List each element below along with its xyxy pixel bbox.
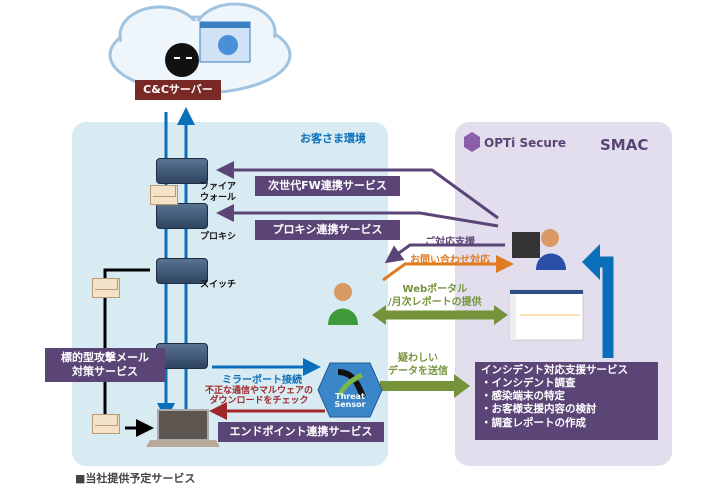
incident-title: インシデント対応支援サービス — [481, 364, 628, 376]
cc-server-label: C&Cサーバー — [135, 80, 221, 100]
incident-service-box: インシデント対応支援サービス ・インシデント調査 ・感染端末の特定 ・お客様支援… — [475, 362, 658, 440]
incident-item: ・お客様支援内容の検討 — [481, 403, 597, 416]
proxy-icon — [156, 203, 208, 229]
footer-note: ■当社提供予定サービス — [75, 472, 196, 485]
mail-service-label: 標的型攻撃メール 対策サービス — [45, 348, 165, 382]
proxy-label: プロキシ — [200, 232, 237, 242]
opti-secure-logo: OPTi Secure — [484, 136, 566, 150]
switch-icon — [156, 258, 208, 284]
firewall-icon — [156, 158, 208, 184]
operator-person-icon — [512, 229, 566, 270]
inquiry-label: お問い合わせ対応 — [410, 255, 490, 266]
mail-icon — [92, 414, 120, 434]
laptop-icon — [146, 409, 220, 447]
threat-sensor-label: Threat Sensor — [334, 392, 366, 410]
web-portal-screenshot — [509, 289, 584, 341]
incident-item: ・調査レポートの作成 — [481, 416, 586, 429]
threat-sensor-icon — [317, 362, 383, 418]
browser-window-icon — [199, 21, 251, 63]
portal-label: Webポータル /月次レポートの提供 — [388, 284, 482, 308]
switch-label: スイッチ — [200, 280, 237, 290]
mail-icon — [92, 278, 120, 298]
malware-icon — [165, 43, 199, 77]
customer-person-icon — [328, 283, 358, 325]
mirror-port-label: ミラーポート接続 — [222, 375, 302, 386]
customer-env-title: お客さま環境 — [300, 132, 366, 145]
support-label: ご対応支援 — [425, 237, 475, 248]
incident-item: ・インシデント調査 — [481, 377, 576, 390]
mail-icon — [150, 185, 178, 205]
incident-item: ・感染端末の特定 — [481, 390, 565, 403]
opti-secure-logo-icon — [464, 132, 480, 152]
firewall-label: ファイア ウォール — [200, 182, 237, 203]
check-label: 不正な通信やマルウェアの ダウンロードをチェック — [205, 386, 314, 407]
suspicious-data-label: 疑わしい データを送信 — [388, 353, 448, 377]
proxy-service-label: プロキシ連携サービス — [255, 220, 400, 240]
smac-title: SMAC — [600, 136, 649, 154]
endpoint-service-label: エンドポイント連携サービス — [218, 422, 384, 442]
fw-service-label: 次世代FW連携サービス — [255, 176, 400, 196]
